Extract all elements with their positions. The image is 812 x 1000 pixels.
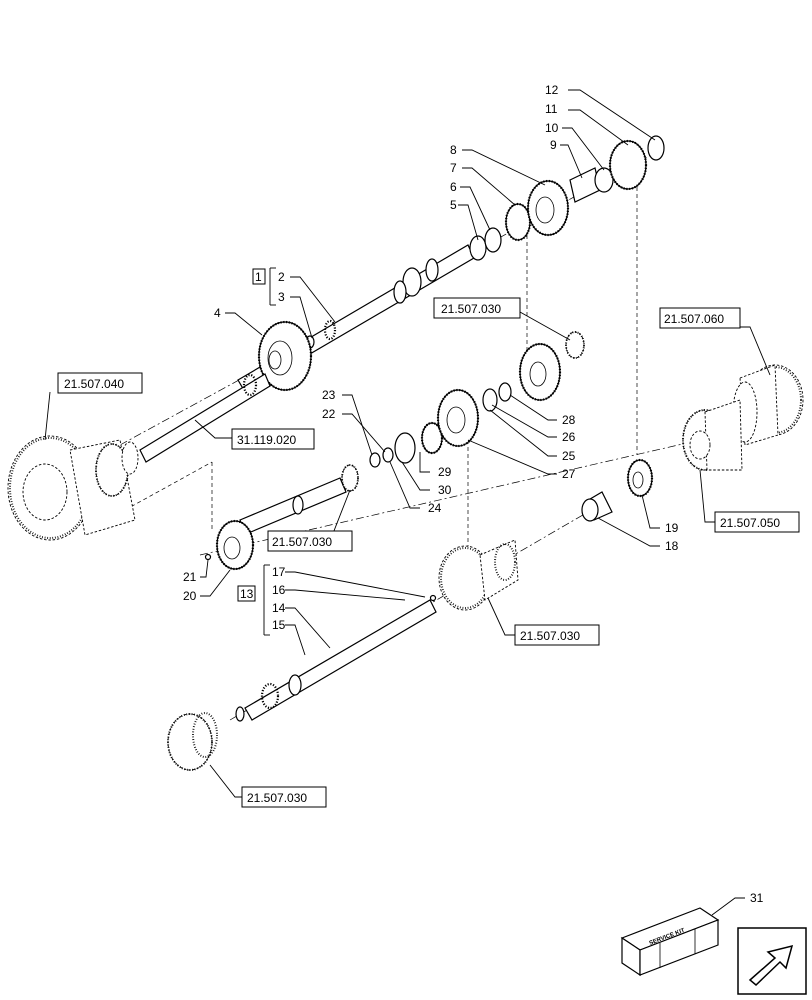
callout-25: 25 — [562, 449, 576, 463]
middle-ghost-gear — [341, 464, 359, 492]
leader-lines — [44, 89, 771, 916]
reference-21-507-050: 21.507.050 — [720, 516, 780, 530]
reference-21-507-030-upper: 21.507.030 — [441, 302, 501, 316]
callout-22: 22 — [322, 407, 336, 421]
callout-4: 4 — [214, 306, 221, 320]
reference-boxes: 21.507.030 21.507.060 21.507.040 31.119.… — [57, 297, 800, 808]
callout-numbers: 12 11 10 9 8 7 6 5 1 2 3 4 23 22 28 26 2… — [183, 83, 764, 905]
callout-2: 2 — [278, 270, 285, 284]
callout-20: 20 — [183, 589, 197, 603]
upper-ghost-gear — [565, 331, 585, 359]
service-kit-box: SERVICE KIT — [620, 907, 720, 977]
reference-21-507-040: 21.507.040 — [64, 377, 124, 391]
callout-10: 10 — [545, 121, 559, 135]
bottom-ghost-gear — [167, 712, 218, 771]
lower-ghost-cluster — [438, 539, 519, 611]
callout-16: 16 — [272, 583, 286, 597]
reference-21-507-030-lower: 21.507.030 — [520, 629, 580, 643]
reference-21-507-060: 21.507.060 — [664, 312, 724, 326]
callout-24: 24 — [428, 501, 442, 515]
callout-19: 19 — [665, 521, 679, 535]
exit-arrow-icon[interactable] — [737, 927, 807, 995]
middle-gear-stack — [369, 342, 562, 468]
callout-8: 8 — [450, 143, 457, 157]
callout-30: 30 — [438, 483, 452, 497]
callout-11: 11 — [545, 102, 558, 116]
reference-21-507-030-bottom: 21.507.030 — [247, 791, 307, 805]
middle-shaft — [204, 477, 347, 571]
callout-14: 14 — [272, 601, 286, 615]
splined-shaft-31-119-020 — [139, 373, 271, 463]
gear-4 — [257, 320, 313, 392]
gear-19 — [626, 458, 654, 498]
reference-31-119-020: 31.119.020 — [237, 433, 296, 447]
callout-27: 27 — [562, 467, 576, 481]
callout-5: 5 — [450, 198, 457, 212]
callout-3: 3 — [278, 290, 285, 304]
reference-21-507-030-middle: 21.507.030 — [272, 535, 332, 549]
left-housing-ghost — [7, 435, 139, 541]
callout-29: 29 — [438, 465, 452, 479]
callout-1: 1 — [255, 270, 262, 284]
callout-18: 18 — [665, 539, 679, 553]
right-assembly-21-507-060 — [732, 364, 804, 446]
bushing-18 — [581, 491, 613, 522]
upper-gear-stack — [469, 135, 665, 261]
callout-31: 31 — [750, 891, 764, 905]
right-assembly-21-507-050 — [682, 399, 743, 471]
callout-23: 23 — [322, 388, 336, 402]
callout-9: 9 — [550, 138, 557, 152]
callout-21: 21 — [183, 570, 197, 584]
callout-7: 7 — [450, 161, 457, 175]
callout-17: 17 — [272, 565, 286, 579]
callout-28: 28 — [562, 413, 576, 427]
callout-12: 12 — [545, 83, 559, 97]
lower-shaft — [235, 594, 437, 722]
callout-15: 15 — [272, 618, 286, 632]
callout-26: 26 — [562, 430, 576, 444]
callout-6: 6 — [450, 180, 457, 194]
callout-13: 13 — [240, 587, 254, 601]
